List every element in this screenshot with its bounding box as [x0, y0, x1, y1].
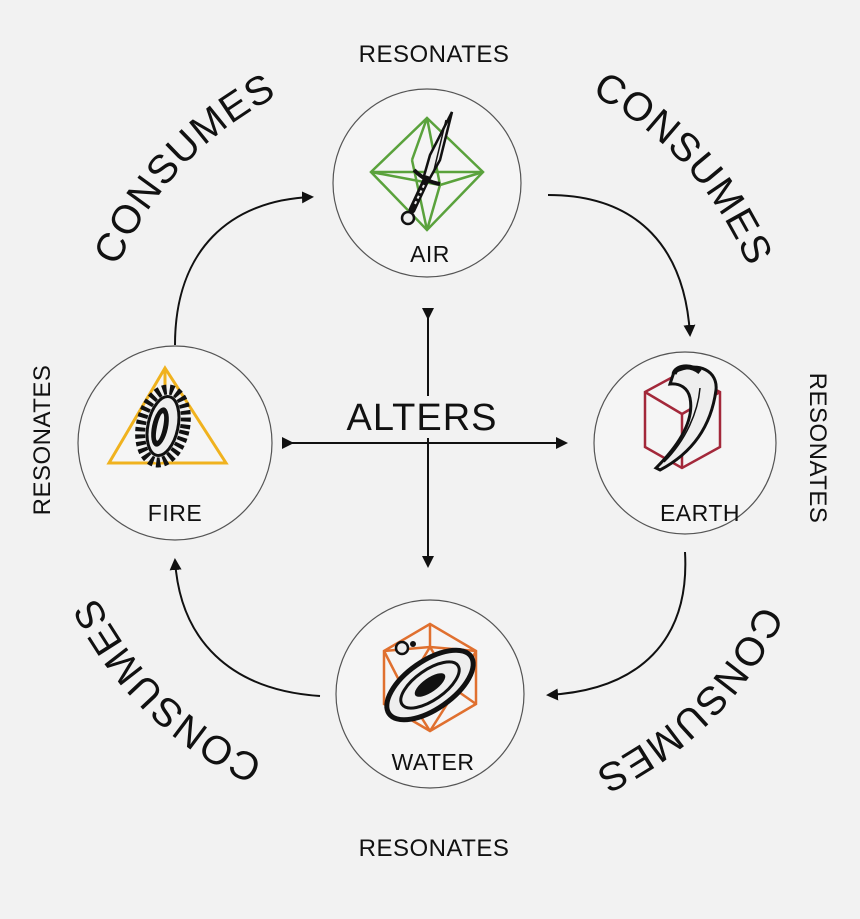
water-label: WATER: [392, 749, 475, 775]
resonates-label-top: RESONATES: [359, 41, 510, 68]
disc-icon: [384, 640, 476, 723]
resonates-label-right: RESONATES: [804, 373, 831, 524]
arrow-fire-to-air: [174, 191, 314, 346]
arrow-air-to-earth: [547, 194, 696, 337]
air-node: AIR: [332, 88, 522, 278]
arrow-water-to-fire: [169, 558, 321, 697]
earth-node: EARTH: [593, 351, 777, 535]
consumes-label-top-right: CONSUMES: [587, 64, 781, 272]
consumes-label-bottom-right: CONSUMES: [590, 600, 791, 801]
gear-icon: [135, 384, 191, 468]
fire-node: FIRE: [77, 345, 273, 541]
consumes-label-top-left: CONSUMES: [86, 65, 283, 270]
fire-label: FIRE: [148, 500, 202, 526]
air-label: AIR: [410, 241, 450, 267]
water-node: WATER: [335, 599, 525, 789]
consumes-label-bottom-left: CONSUMES: [65, 592, 268, 791]
arrow-earth-to-water: [546, 551, 687, 701]
claw-icon: [653, 364, 718, 472]
earth-label: EARTH: [660, 500, 740, 526]
resonates-label-left: RESONATES: [29, 365, 56, 516]
resonates-label-bottom: RESONATES: [359, 835, 510, 862]
dagger-icon: [400, 111, 454, 226]
alters-label: ALTERS: [346, 397, 497, 439]
